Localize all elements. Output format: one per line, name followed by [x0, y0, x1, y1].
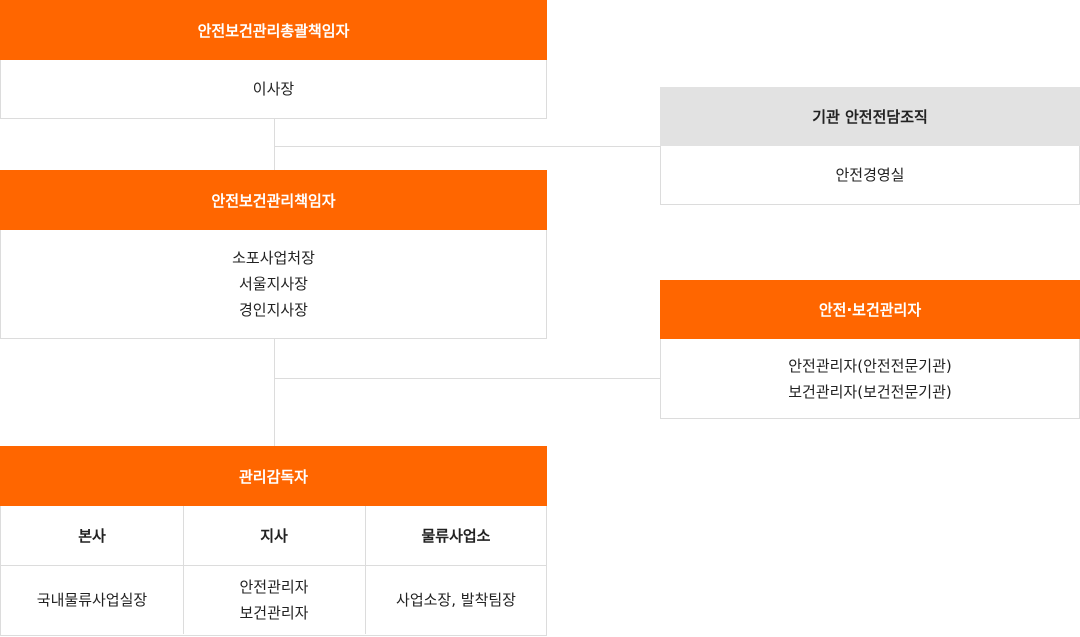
connector-to-safety-manager	[274, 378, 660, 379]
officer-members: 소포사업처장 서울지사장 경인지사장	[0, 230, 547, 339]
connector-mid-vertical	[274, 339, 275, 446]
safety-manager-title: 안전·보건관리자	[660, 280, 1080, 339]
agency-org-box: 기관 안전전담조직 안전경영실	[660, 87, 1080, 205]
table-cell-line: 보건관리자	[239, 604, 309, 622]
table-cell-line: 안전관리자	[239, 578, 309, 596]
table-cell-line: 사업소장, 발착팀장	[396, 591, 516, 609]
connector-to-agency-org	[274, 146, 660, 147]
table-cell-hq: 국내물류사업실장	[1, 566, 183, 634]
top-officer-box: 안전보건관리총괄책임자 이사장	[0, 0, 547, 119]
officer-box: 안전보건관리책임자 소포사업처장 서울지사장 경인지사장	[0, 170, 547, 339]
table-cell-branch: 안전관리자 보건관리자	[183, 566, 365, 634]
table-col-divider	[183, 506, 184, 634]
supervisor-table: 본사 지사 물류사업소 국내물류사업실장 안전관리자 보건관리자 사업소장, 발…	[0, 506, 547, 636]
agency-org-members: 안전경영실	[660, 146, 1080, 205]
officer-title: 안전보건관리책임자	[0, 170, 547, 230]
safety-manager-box: 안전·보건관리자 안전관리자(안전전문기관) 보건관리자(보건전문기관)	[660, 280, 1080, 419]
table-cell-line: 국내물류사업실장	[36, 591, 148, 609]
top-officer-title: 안전보건관리총괄책임자	[0, 0, 547, 60]
officer-member: 서울지사장	[238, 275, 308, 293]
table-header-branch: 지사	[260, 526, 288, 545]
officer-member: 소포사업처장	[232, 249, 315, 267]
table-cell-logistics: 사업소장, 발착팀장	[365, 566, 547, 634]
table-row-divider	[1, 565, 546, 566]
safety-manager-members: 안전관리자(안전전문기관) 보건관리자(보건전문기관)	[660, 339, 1080, 419]
top-officer-members: 이사장	[0, 60, 547, 119]
supervisor-title: 관리감독자	[0, 446, 547, 506]
top-officer-member: 이사장	[252, 80, 295, 98]
agency-org-member: 안전경영실	[835, 166, 905, 184]
officer-member: 경인지사장	[238, 301, 308, 319]
supervisor-box: 관리감독자 본사 지사 물류사업소 국내물류사업실장 안전관리자 보건관리자 사…	[0, 446, 547, 636]
table-col-divider	[365, 506, 366, 634]
safety-manager-member: 안전관리자(안전전문기관)	[788, 356, 952, 375]
safety-manager-member: 보건관리자(보건전문기관)	[788, 382, 952, 401]
table-header-logistics: 물류사업소	[421, 526, 491, 545]
table-header-hq: 본사	[78, 526, 106, 545]
connector-top-vertical	[274, 119, 275, 170]
agency-org-title: 기관 안전전담조직	[660, 87, 1080, 146]
